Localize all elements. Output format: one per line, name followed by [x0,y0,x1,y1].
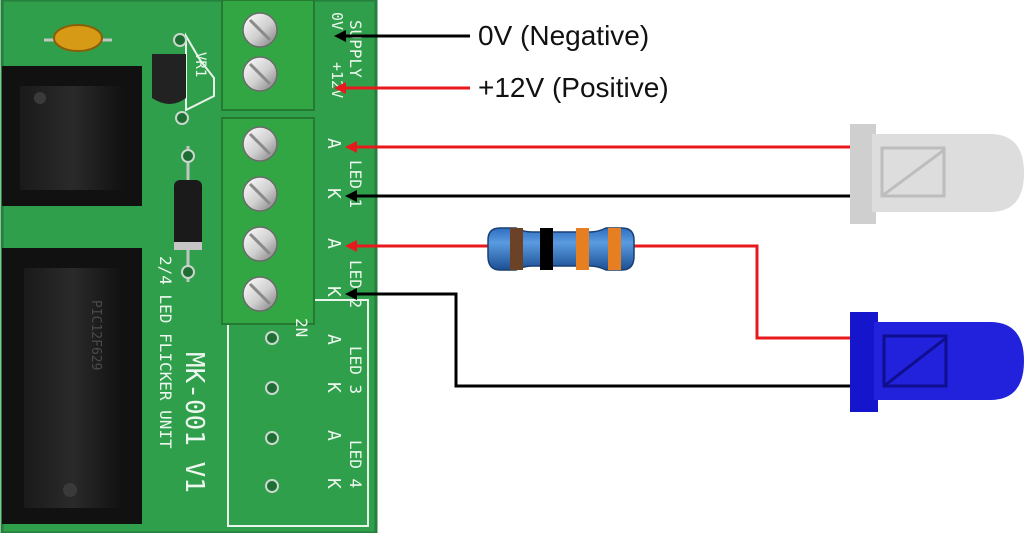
ic-marking: PIC12F629 [88,300,103,370]
terminal-label: K [323,188,344,199]
screw-terminal-icon [242,12,278,48]
solder-pad [265,381,279,395]
resistor-band [510,228,523,270]
regulator-label: VR1 [192,52,208,77]
label-positive: +12V (Positive) [478,72,669,103]
ic-socket-8-pin [2,66,142,206]
ic-chip-icon [24,268,122,508]
resistor-band [576,228,589,270]
terminal-label: A [323,138,344,149]
arrowhead-led2-anode [345,240,357,252]
terminal-label: +12V [328,62,346,98]
resistor-icon [487,227,635,271]
unpopulated-pads [265,331,279,493]
wire-led2-cathode [350,292,852,388]
terminal-label: K [323,478,344,489]
label-negative: 0V (Negative) [478,20,650,51]
screw-terminal-icon [242,276,278,312]
group-label: SUPPLY [346,20,365,78]
terminal-label: 0V [328,12,346,30]
board-subtitle: 2/4 LED FLICKER UNIT [156,256,175,449]
solder-pad [265,431,279,445]
screw-terminals [242,12,278,312]
resistor-band [608,228,621,270]
screw-terminal-icon [242,226,278,262]
wire-resistor-to-led2 [632,244,852,340]
terminal-label: A [323,430,344,441]
screw-terminal-icon [242,126,278,162]
group-label: LED 4 [346,440,365,488]
terminal-label: A [323,238,344,249]
group-label: LED 3 [346,346,365,394]
resistor-band [540,228,553,270]
diode-icon [174,146,202,282]
group-label: LED 2 [346,260,365,308]
terminal-label: K [323,286,344,297]
screw-terminal-icon [242,176,278,212]
screw-terminal-icon [242,56,278,92]
led-icon [850,124,1024,224]
arrowhead-positive-supply [334,82,346,94]
pad-label: 2N [292,318,311,337]
ic-socket-16-pin: PIC12F629 [2,248,142,524]
terminal-label: A [323,334,344,345]
arrowhead-led1-anode [345,141,357,153]
voltage-regulator-icon [152,32,215,125]
board-title: MK-001 V1 [179,352,209,493]
terminal-labels: 0V +12V A K A K A K A K [323,12,346,489]
arrowhead-led2-cathode [345,288,357,300]
terminal-label: K [323,382,344,393]
solder-pad [265,331,279,345]
solder-pad [265,479,279,493]
arrowhead-led1-cathode [345,190,357,202]
led-icon [850,312,1024,412]
capacitor-icon [44,24,112,52]
wires [334,30,852,388]
arrowhead-negative-supply [334,30,346,42]
